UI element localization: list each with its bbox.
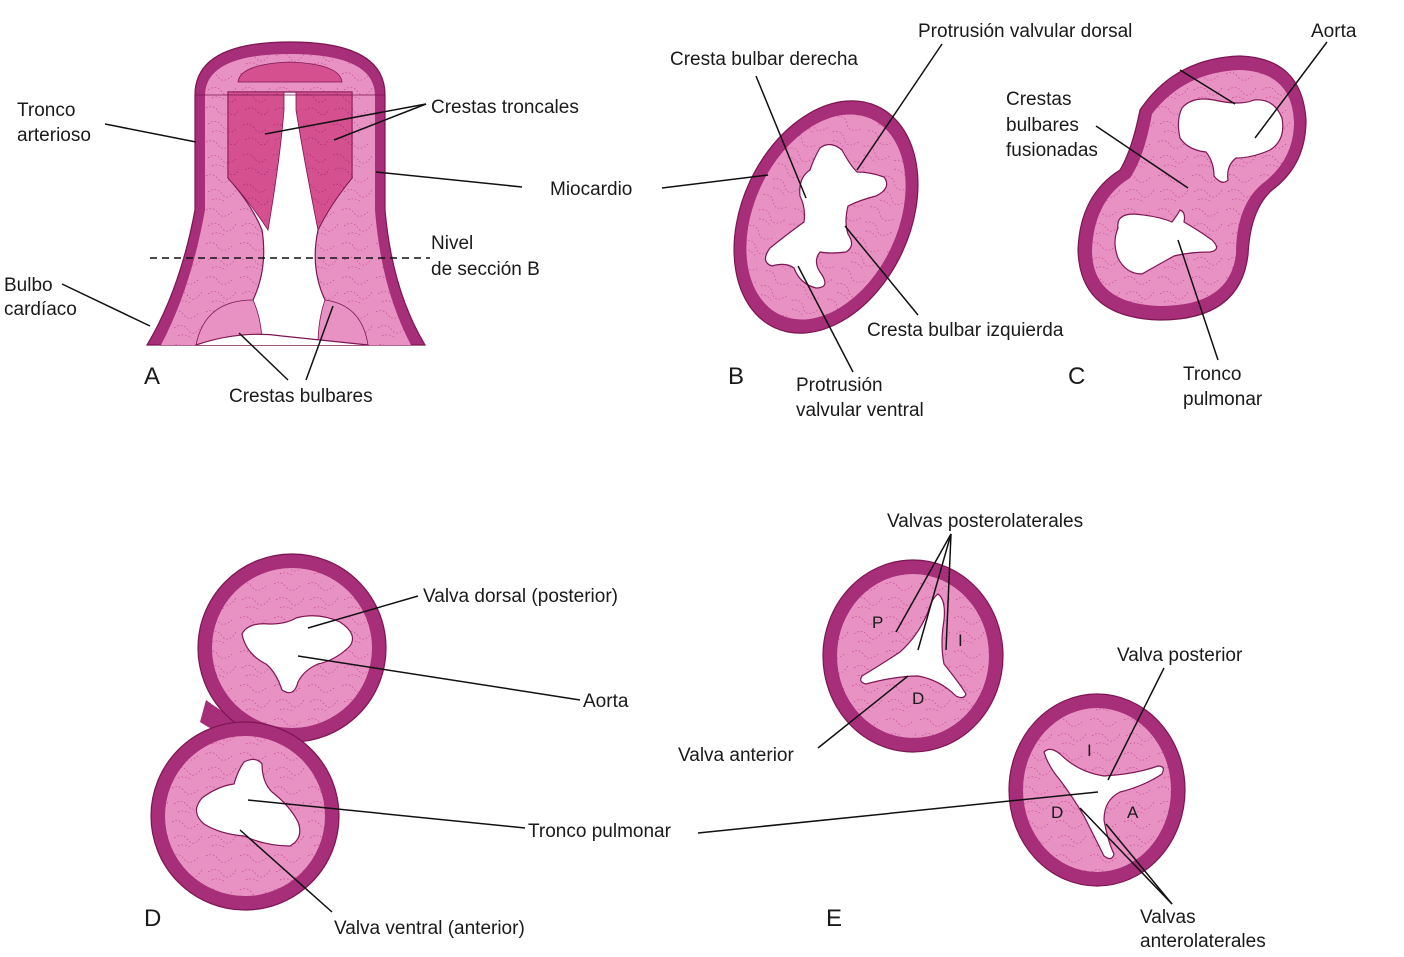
label-nivel-2: de sección B [431,259,540,280]
e-lower-letter-i: I [1087,741,1092,760]
label-valva-posterior: Valva posterior [1117,645,1243,666]
e-lower-letter-a: A [1127,803,1139,822]
label-protrusion-ventral-1: Protrusión [796,375,883,396]
label-aorta-d: Aorta [583,691,629,712]
e-upper-letter-d: D [912,689,924,708]
e-upper-letter-i: I [958,631,963,650]
label-aorta-c: Aorta [1311,21,1357,42]
label-protrusion-ventral-2: valvular ventral [796,400,924,421]
label-valvas-posterolaterales: Valvas posterolaterales [887,511,1083,532]
label-tronco-pulmonar-d: Tronco pulmonar [528,821,672,842]
lumen-bottom-edge [195,333,369,346]
e-aorta-lumen [860,593,967,699]
c-aorta-lumen [1177,98,1284,183]
e-lower-letter-d: D [1051,803,1063,822]
label-tronco-arterioso-1: Tronco [17,100,75,121]
label-valvas-anterolaterales-1: Valvas [1140,907,1196,928]
truncal-crest-left [295,91,353,232]
panel-d-cross-sections: Valva dorsal (posterior) Aorta Tronco pu… [144,553,672,939]
label-tronco-pulmonar-c-1: Tronco [1183,364,1241,385]
label-protrusion-dorsal: Protrusión valvular dorsal [918,21,1132,42]
label-tronco-pulmonar-c-2: pulmonar [1183,389,1263,410]
panel-b-cross-section: Cresta bulbar derecha Protrusión valvula… [661,21,1132,421]
label-cresta-bulbar-izquierda: Cresta bulbar izquierda [867,320,1064,341]
panel-letter-d: D [144,905,161,932]
label-valva-dorsal: Valva dorsal (posterior) [423,586,618,607]
panel-letter-b: B [728,363,744,390]
e-pulmonary-lumen [1043,748,1164,860]
label-miocardio: Miocardio [550,179,632,200]
panel-c-cross-section: Aorta Crestas bulbares fusionadas Tronco… [1006,21,1357,410]
label-valva-anterior: Valva anterior [678,745,794,766]
label-crestas-bulbares: Crestas bulbares [229,386,373,407]
truncal-crest-right [227,91,285,232]
d-aorta-lumen [241,615,353,694]
label-crestas-fusionadas-3: fusionadas [1006,140,1098,161]
panel-a-longitudinal-section: Tronco arterioso Crestas troncales Mioca… [4,41,632,407]
label-nivel-1: Nivel [431,233,473,254]
label-crestas-troncales: Crestas troncales [431,97,579,118]
label-crestas-fusionadas-1: Crestas [1006,89,1071,110]
b-lumen [764,143,888,289]
label-bulbo-2: cardíaco [4,299,77,320]
c-pulmonary-lumen [1114,209,1218,275]
label-tronco-arterioso-2: arterioso [17,125,91,146]
panel-e-cross-sections: P I D I D A Valvas posterolaterales Valv… [678,511,1266,952]
truncal-crest-cap [237,61,343,83]
label-valva-ventral: Valva ventral (anterior) [334,918,525,939]
label-valvas-anterolaterales-2: anterolaterales [1140,931,1266,952]
panel-letter-a: A [144,363,160,390]
panel-letter-c: C [1068,363,1085,390]
label-bulbo-1: Bulbo [4,275,53,296]
panel-letter-e: E [826,905,842,932]
d-pulmonary-lumen [195,758,301,847]
label-crestas-fusionadas-2: bulbares [1006,115,1079,136]
label-cresta-bulbar-derecha: Cresta bulbar derecha [670,49,858,70]
e-upper-letter-p: P [872,613,883,632]
